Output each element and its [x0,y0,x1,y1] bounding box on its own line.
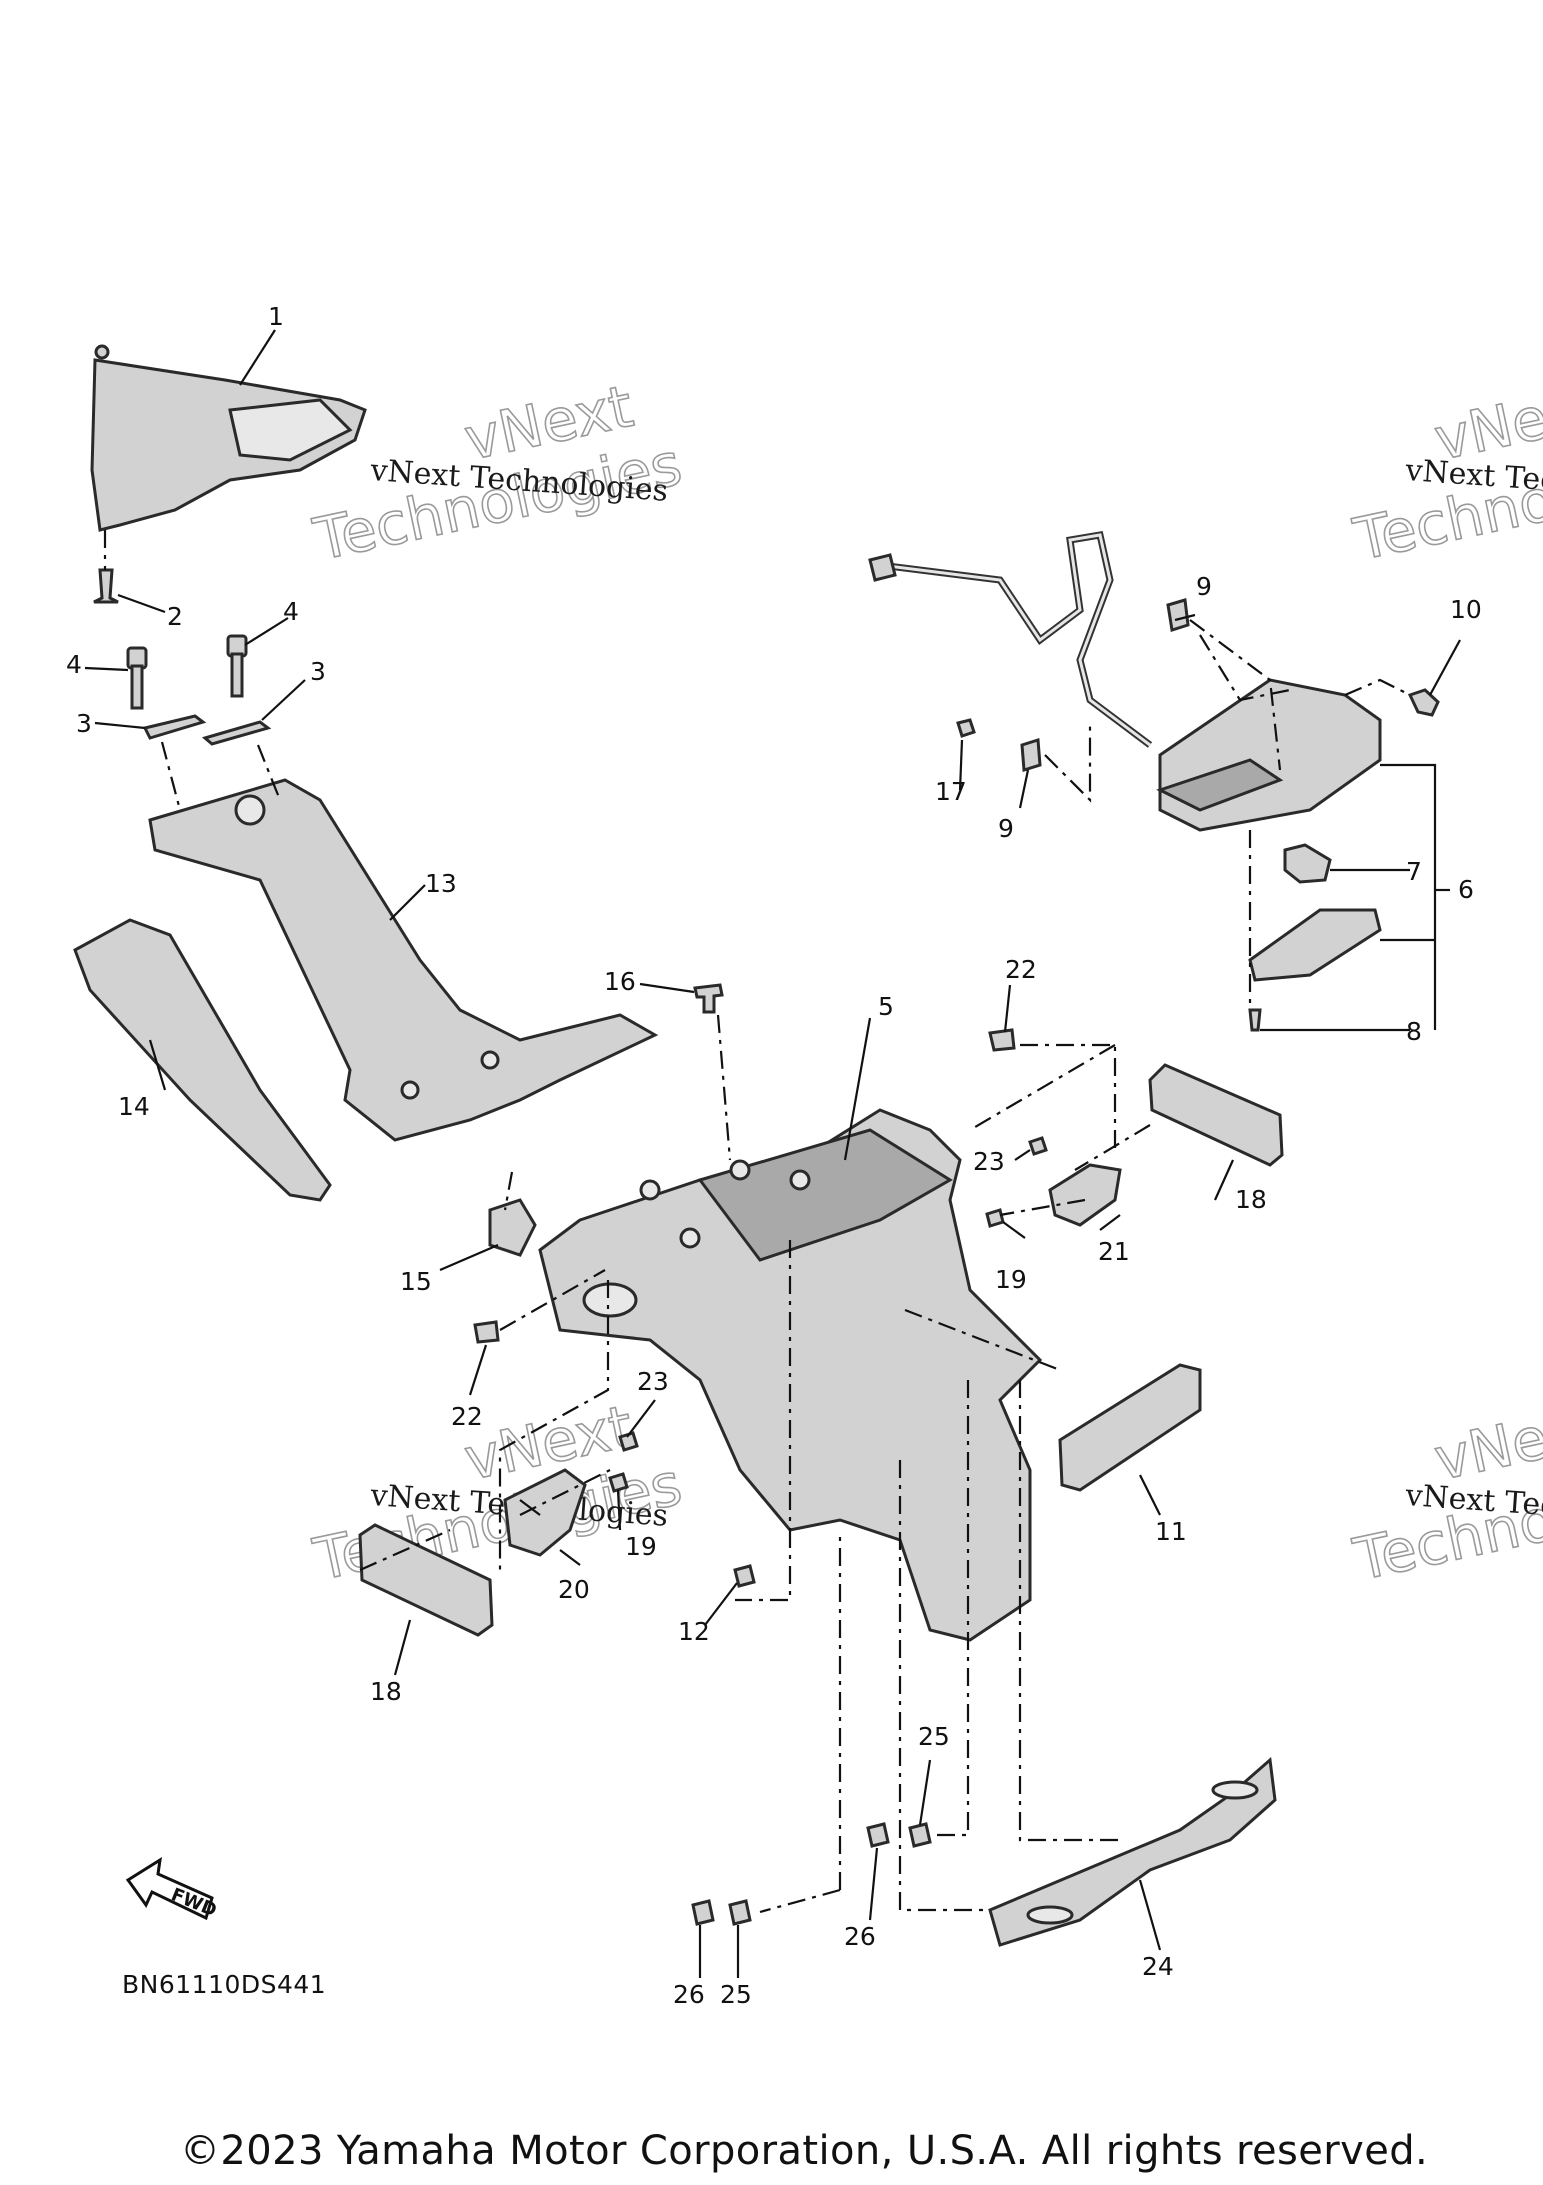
callout-17: 17 [935,777,967,806]
callout-25b: 25 [720,1980,752,2009]
callout-26a: 26 [844,1922,876,1951]
svg-text:vNext: vNext [1429,1392,1543,1494]
callout-14: 14 [118,1092,150,1121]
callout-20: 20 [558,1575,590,1604]
callout-3b: 3 [310,657,326,686]
assembly-lines [103,530,1411,1914]
nuts-25-26 [691,1822,932,1926]
callout-25a: 25 [918,1722,950,1751]
callout-9a: 9 [1196,572,1212,601]
callout-18a: 18 [1235,1185,1267,1214]
wire-harness [868,531,1153,748]
part-7-bulb [1283,843,1332,884]
watermark-top-right: vNext Technologies vNext Technologies [1347,371,1543,575]
callout-5: 5 [878,992,894,1021]
callout-24: 24 [1142,1952,1174,1981]
part-9-clips [1020,598,1190,772]
part-20-bracket [503,1468,587,1557]
callout-7: 7 [1406,857,1422,886]
part-1-cover [90,344,367,532]
callout-18b: 18 [370,1677,402,1706]
leader-lines [84,329,1461,1978]
copyright-notice: ©2023 Yamaha Motor Corporation, U.S.A. A… [180,2128,1429,2174]
callout-10: 10 [1450,595,1482,624]
callout-9b: 9 [998,814,1014,843]
callout-4b: 4 [283,597,299,626]
callout-1: 1 [268,302,284,331]
part-14-side-cover [73,918,332,1202]
callout-16: 16 [604,967,636,996]
part-17-nut [956,718,976,738]
part-18-reflectors [358,1063,1284,1637]
part-2-rivet [93,568,119,604]
callout-4a: 4 [66,650,82,679]
part-3-washers [142,714,272,746]
callout-3a: 3 [76,709,92,738]
watermark-top-left: vNext Technologies vNext Technologies [307,371,688,575]
callout-numbers: 1 2 3 3 4 4 5 6 7 8 9 9 10 11 12 13 14 1… [66,302,1482,2009]
part-6-tail-light [1156,678,1382,832]
callout-6: 6 [1458,875,1474,904]
part-8-lens [1248,908,1382,1032]
part-16-bolt [693,983,724,1014]
callout-13: 13 [425,869,457,898]
callout-19a: 19 [995,1265,1027,1294]
callout-23a: 23 [973,1147,1005,1176]
part-24-plate-bracket [988,1757,1277,1947]
callout-21: 21 [1098,1237,1130,1266]
callout-23b: 23 [637,1367,669,1396]
part-13-bracket [148,778,659,1142]
part-11-reflector [1058,1363,1202,1492]
callout-2: 2 [167,602,183,631]
callout-22b: 22 [451,1402,483,1431]
diagram-code: BN61110DS441 [122,1970,327,1999]
part-21-bracket [1048,1163,1122,1227]
part-10-screw [1407,688,1440,717]
part-22-bolts [473,1028,1016,1344]
callout-19b: 19 [625,1532,657,1561]
callout-26b: 26 [673,1980,705,2009]
callout-8: 8 [1406,1017,1422,1046]
part-15-clamp [488,1198,537,1257]
part-4-bolts [126,634,248,710]
watermark-bottom-right: vNext Technologies vNext Technologies [1347,1391,1543,1595]
callout-22a: 22 [1005,955,1037,984]
callout-15: 15 [400,1267,432,1296]
callout-11: 11 [1155,1517,1187,1546]
fwd-arrow-icon: FWD [125,1857,220,1921]
callout-12: 12 [678,1617,710,1646]
